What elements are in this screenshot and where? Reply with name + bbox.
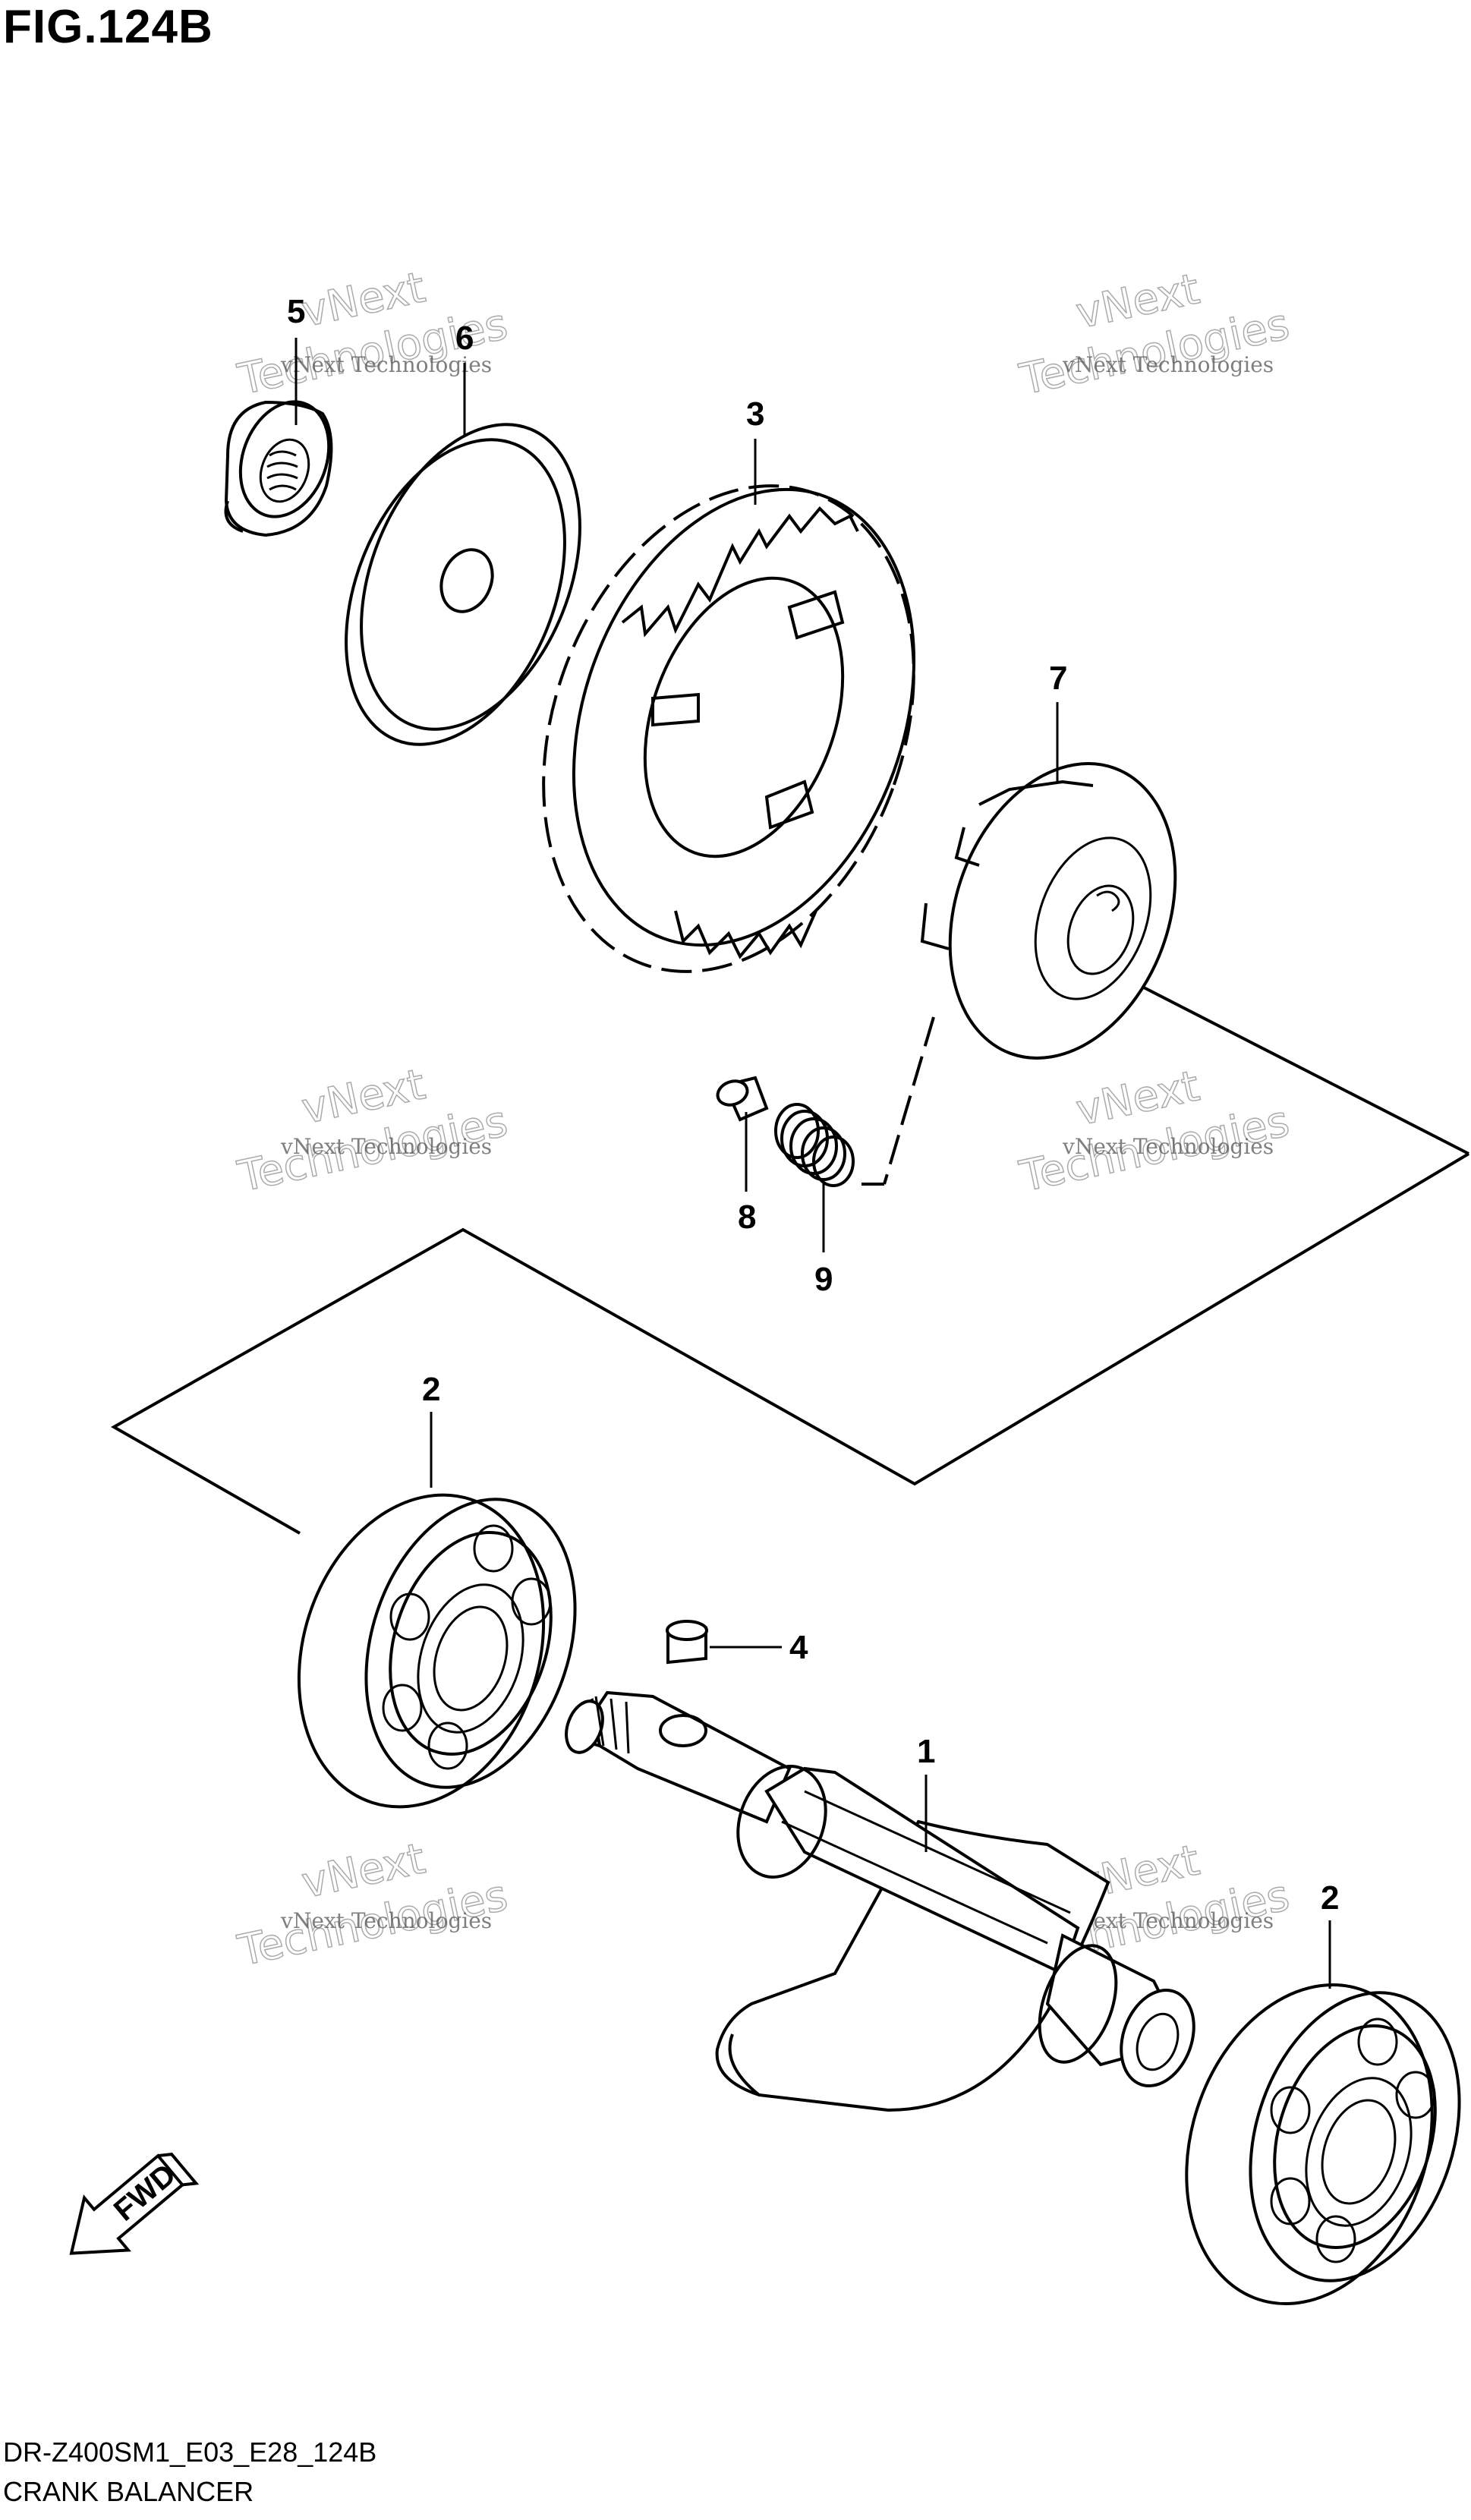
callout-7: 7 bbox=[1049, 660, 1067, 697]
callout-9: 9 bbox=[814, 1261, 833, 1298]
watermark-small-1: vNext Technologies bbox=[280, 352, 492, 377]
part-9-spring bbox=[774, 1103, 855, 1187]
callout-2-lower: 2 bbox=[1321, 1879, 1339, 1917]
figure-title: FIG.124B bbox=[3, 1, 213, 53]
part-2-bearing-upper bbox=[297, 1493, 577, 1809]
part-1-shaft bbox=[565, 1690, 1195, 2112]
part-5-nut bbox=[224, 400, 333, 537]
model-code: DR-Z400SM1_E03_E28_124B bbox=[3, 2437, 377, 2468]
fwd-arrow-icon: FWD bbox=[69, 2153, 200, 2255]
callout-5: 5 bbox=[287, 293, 305, 330]
assembly-outline bbox=[110, 985, 1470, 1535]
leader-lines bbox=[295, 338, 1331, 1989]
callout-1: 1 bbox=[917, 1733, 935, 1770]
watermark-small-3: vNext Technologies bbox=[280, 1134, 492, 1159]
callout-4: 4 bbox=[789, 1629, 808, 1666]
section-name: CRANK BALANCER bbox=[3, 2476, 254, 2507]
callout-2-upper: 2 bbox=[422, 1371, 440, 1408]
part-6-washer bbox=[345, 423, 581, 746]
part-8-pin bbox=[716, 1076, 769, 1122]
watermark-small-5: vNext Technologies bbox=[280, 1908, 492, 1933]
callout-8: 8 bbox=[738, 1199, 756, 1236]
part-2-bearing-lower bbox=[1185, 1983, 1461, 2306]
watermark-small-4: vNext Technologies bbox=[1062, 1134, 1274, 1159]
callout-6: 6 bbox=[455, 320, 474, 357]
part-7-plate bbox=[920, 762, 1177, 1060]
callout-labels: 5 6 3 7 8 9 2 4 1 2 bbox=[287, 293, 1339, 1917]
part-4-dowel bbox=[666, 1620, 708, 1665]
callout-3: 3 bbox=[746, 395, 764, 433]
part-3-gear bbox=[542, 484, 916, 973]
watermark-small-2: vNext Technologies bbox=[1062, 352, 1274, 377]
